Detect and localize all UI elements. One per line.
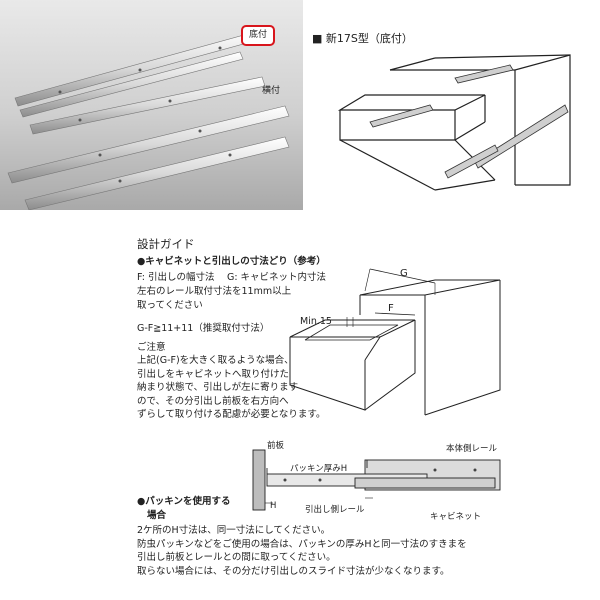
slide-rails-image xyxy=(7,29,290,210)
packing-text: 2ケ所のH寸法は、同一寸法にしてください。 防虫パッキンなどをご使用の場合は、パ… xyxy=(137,524,557,578)
dim-g-label: G xyxy=(400,268,408,279)
note-text: 上記(G-F)を大きく取るような場合、 引出しをキャビネットへ取り付けた 納まり… xyxy=(137,354,326,422)
dim-min-label: Min.15 xyxy=(300,316,332,327)
dim-f-label: F xyxy=(388,303,394,314)
packing-drawing xyxy=(252,449,501,511)
note-heading: ご注意 xyxy=(137,342,166,353)
note-line: ずらして取り付ける配慮が必要となります。 xyxy=(137,409,326,420)
note-line: 納まり状態で、引出しが左に寄ります xyxy=(137,382,299,393)
packing-heading-1: ●パッキンを使用する xyxy=(137,496,231,507)
guide-line-1: F: 引出しの幅寸法 G: キャビネット内寸法 xyxy=(137,272,327,283)
bottom-mount-tag: 底付 xyxy=(241,25,275,46)
note-line: 上記(G-F)を大きく取るような場合、 xyxy=(137,355,294,366)
cabinet-illustration xyxy=(337,54,571,191)
note-line: 引出しをキャビネットへ取り付けた xyxy=(137,368,290,380)
guide-title: 設計ガイド xyxy=(137,237,195,251)
model-heading: ■ 新17S型（底付） xyxy=(312,32,413,45)
label-packing-thickness: パッキン厚みH xyxy=(290,464,348,474)
packing-heading-2: 場合 xyxy=(147,510,167,521)
label-body-rail: 本体側レール xyxy=(446,444,498,454)
packing-line: 引出し前板とレールとの間に取ってください。 xyxy=(137,552,336,563)
rail-4 xyxy=(7,105,290,184)
packing-line: 取らない場合には、その分だけ引出しのスライド寸法が少なくなります。 xyxy=(137,565,450,577)
guide-line-3: 取ってください xyxy=(137,300,203,311)
rail-1 xyxy=(14,29,266,107)
rail-3 xyxy=(29,76,266,135)
guide-line-2: 左右のレール取付寸法を11mm以上 xyxy=(137,286,292,297)
label-cabinet: キャビネット xyxy=(430,512,482,522)
label-h: H xyxy=(270,501,277,511)
rail-5 xyxy=(24,136,290,210)
label-front-panel: 前板 xyxy=(267,441,285,451)
rail-2 xyxy=(19,51,244,118)
guide-subhead: ●キャビネットと引出しの寸法どり（参考） xyxy=(137,256,326,267)
label-drawer-rail: 引出し側レール xyxy=(305,505,365,515)
note-line: ので、その分引出し前板を右方向へ xyxy=(137,395,289,407)
packing-line: 防虫パッキンなどをご使用の場合は、パッキンの厚みHと同一寸法のすきまを xyxy=(137,538,467,550)
guide-formula: G-F≧11+11（推奨取付寸法） xyxy=(137,323,270,334)
dimension-drawing xyxy=(289,268,501,416)
side-mount-label: 横付 xyxy=(262,86,281,96)
packing-line: 2ケ所のH寸法は、同一寸法にしてください。 xyxy=(137,525,331,536)
